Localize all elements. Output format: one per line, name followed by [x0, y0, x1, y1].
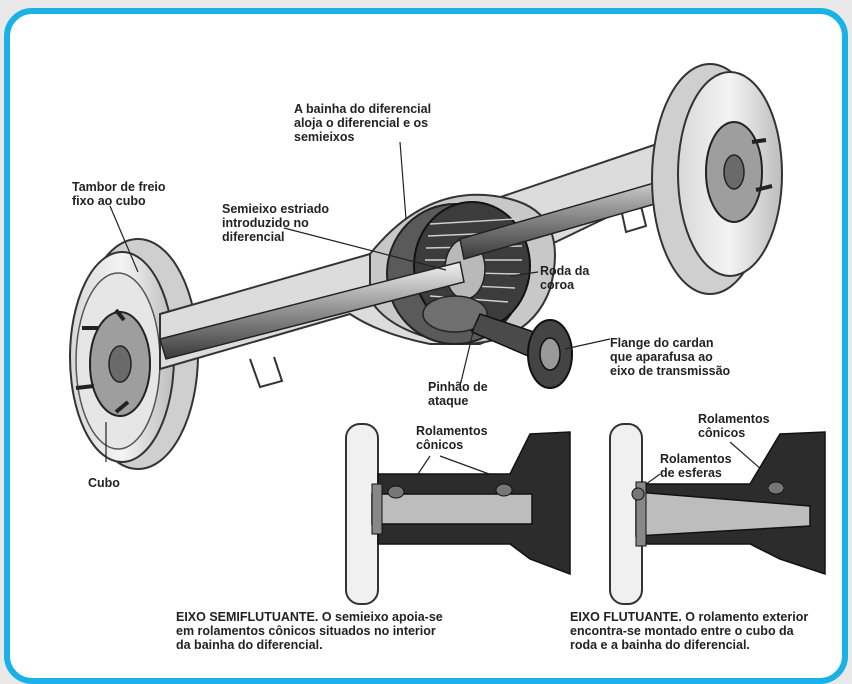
- label-rolamentos-conicos-semi: Rolamentos cônicos: [416, 424, 488, 452]
- pinion-and-flange: [422, 295, 573, 389]
- label-flange-cardan: Flange do cardan que aparafusa ao eixo d…: [610, 336, 731, 378]
- semi-floating-axle-inset: [345, 423, 571, 605]
- left-hub: [75, 308, 151, 417]
- right-brake-drum: [651, 63, 783, 295]
- label-bainha-diferencial: A bainha do diferencial aloja o diferenc…: [294, 102, 432, 144]
- label-semieixo-estriado: Semieixo estriado introduzido no diferen…: [222, 202, 329, 244]
- label-rolamentos-conicos-flutuante: Rolamentos cônicos: [698, 412, 770, 440]
- caption-eixo-semiflutuante: EIXO SEMIFLUTUANTE. O semieixo apoia-se …: [176, 610, 443, 652]
- rear-axle-illustration: [69, 63, 826, 605]
- full-floating-axle-inset: [609, 423, 826, 605]
- leader-lines: [105, 141, 779, 493]
- label-rolamentos-esferas: Rolamentos de esferas: [660, 452, 732, 480]
- label-tambor-freio: Tambor de freio fixo ao cubo: [72, 180, 166, 208]
- label-pinhao-ataque: Pinhão de ataque: [428, 380, 488, 408]
- diagram-frame: A bainha do diferencial aloja o diferenc…: [4, 8, 848, 684]
- label-roda-coroa: Roda da coroa: [540, 264, 590, 292]
- caption-eixo-flutuante: EIXO FLUTUANTE. O rolamento exterior enc…: [570, 610, 809, 652]
- label-cubo: Cubo: [88, 476, 120, 490]
